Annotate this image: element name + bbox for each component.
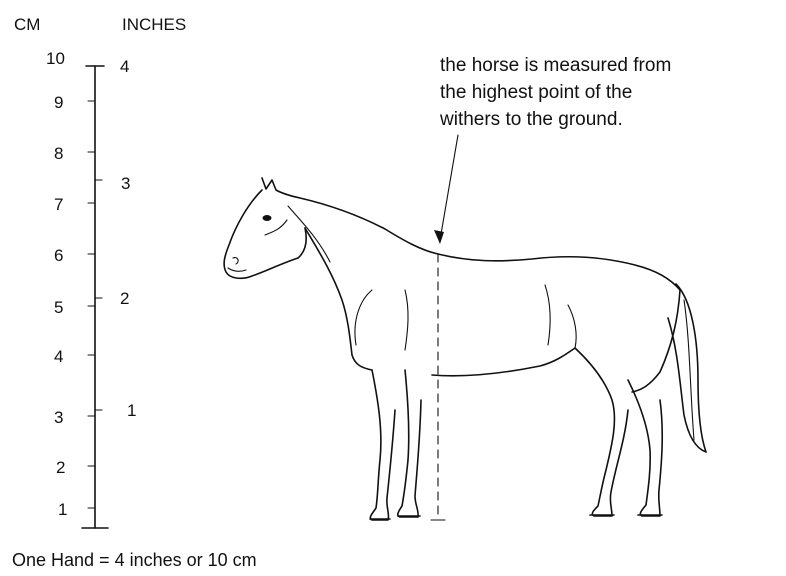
horse-mouth xyxy=(228,268,246,271)
horse-stifle-line xyxy=(568,305,576,348)
inches-header: INCHES xyxy=(122,15,186,34)
pointer-arrow xyxy=(434,135,458,244)
horse-jaw xyxy=(298,228,306,258)
horse-hind-leg-1 xyxy=(575,348,628,516)
cm-tick-marks xyxy=(88,101,95,508)
cm-tick-labels: 1 2 3 4 5 6 7 8 9 10 xyxy=(46,49,67,519)
measuring-ruler: CM INCHES 1 2 3 4 5 6 7 8 9 10 xyxy=(14,15,186,528)
note-line-1: the horse is measured from xyxy=(440,55,671,76)
cm-label-3: 3 xyxy=(54,408,63,427)
measurement-note: the horse is measured from the highest p… xyxy=(439,55,671,130)
note-line-2: the highest point of the xyxy=(440,82,632,103)
horse-elbow-line xyxy=(405,290,408,350)
cm-header: CM xyxy=(14,15,40,34)
horse-chest xyxy=(305,228,372,370)
horse-cheek xyxy=(265,220,287,235)
cm-label-8: 8 xyxy=(54,144,63,163)
cm-label-4: 4 xyxy=(54,347,63,366)
horse-eye xyxy=(263,215,272,221)
cm-label-9: 9 xyxy=(54,93,63,112)
horse-nostril xyxy=(233,258,238,264)
horse-outline-top xyxy=(262,178,680,290)
inch-label-1: 1 xyxy=(127,401,136,420)
note-line-3: withers to the ground. xyxy=(439,109,623,130)
cm-label-2: 2 xyxy=(56,458,65,477)
inch-tick-marks xyxy=(95,180,102,410)
hand-unit-caption: One Hand = 4 inches or 10 cm xyxy=(12,550,257,570)
horse-flank-line xyxy=(545,285,550,345)
horse-hind-leg-2 xyxy=(628,380,662,516)
horse-front-leg-2 xyxy=(398,370,421,517)
cm-label-5: 5 xyxy=(54,298,63,317)
cm-label-1: 1 xyxy=(58,500,67,519)
inch-label-4: 4 xyxy=(120,57,129,76)
withers-measure-line xyxy=(431,254,445,520)
inch-label-2: 2 xyxy=(120,289,129,308)
horse-illustration xyxy=(224,178,706,520)
horse-shoulder-line xyxy=(355,290,372,345)
cm-label-6: 6 xyxy=(54,246,63,265)
inch-label-3: 3 xyxy=(121,174,130,193)
horse-hindquarter xyxy=(632,290,680,392)
horse-tail xyxy=(668,284,706,452)
horse-belly xyxy=(432,348,575,376)
cm-label-10: 10 xyxy=(46,49,65,68)
horse-front-leg-1 xyxy=(370,370,395,520)
inch-tick-labels: 1 2 3 4 xyxy=(120,57,136,420)
cm-label-7: 7 xyxy=(54,195,63,214)
horse-face xyxy=(224,190,298,278)
